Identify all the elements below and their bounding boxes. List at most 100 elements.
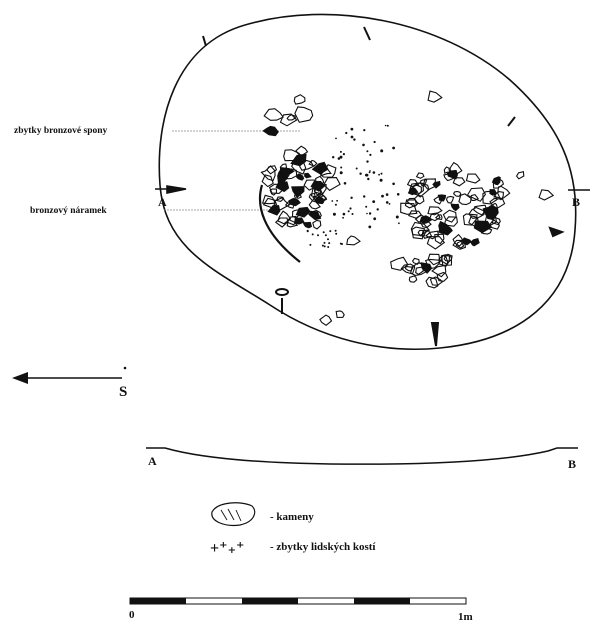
bone-dot	[372, 171, 376, 174]
outline-ticks	[202, 26, 565, 347]
stone	[452, 190, 462, 197]
stone	[409, 182, 424, 194]
bone-dot	[365, 205, 368, 208]
section-a-label-plan: A	[158, 195, 167, 209]
bone-dot	[380, 172, 383, 175]
stone	[488, 202, 498, 211]
stone	[492, 176, 505, 189]
bone-dot	[381, 194, 384, 198]
bone-dot	[398, 222, 400, 225]
stone	[458, 193, 472, 206]
bone-dot	[369, 170, 371, 172]
stone	[302, 221, 313, 229]
bone-dot	[366, 150, 369, 153]
stone	[262, 125, 279, 137]
bone-dot	[317, 234, 319, 237]
scale-end-label: 1m	[458, 611, 473, 623]
bone-dot	[327, 246, 330, 248]
scale-bar-segment	[354, 598, 410, 604]
stone	[269, 188, 278, 196]
bone-dot	[392, 146, 395, 150]
stone	[390, 256, 409, 271]
stone	[424, 230, 440, 240]
stone	[433, 196, 444, 205]
stone	[408, 210, 422, 219]
bone-dot	[323, 245, 326, 248]
stone	[411, 182, 430, 198]
bone-dot	[359, 172, 362, 175]
bone-dot	[367, 177, 370, 181]
bones-legend-symbol: +⁺₊⁺	[210, 540, 244, 557]
bone-dot	[345, 131, 348, 135]
stone	[515, 171, 525, 180]
stone	[452, 177, 466, 187]
bone-dot	[342, 216, 344, 219]
stone	[411, 257, 420, 265]
stone	[462, 213, 478, 226]
stones-cluster	[260, 90, 555, 326]
stone	[429, 276, 444, 286]
grave-pit-outline	[158, 13, 577, 351]
bone-dot	[363, 195, 366, 198]
stone	[480, 227, 493, 235]
bone-dot	[328, 242, 331, 245]
bone-dot	[342, 153, 345, 156]
bone-dot	[339, 155, 343, 159]
bone-dot	[368, 171, 371, 174]
bone-dot	[388, 203, 391, 205]
bone-dot	[376, 208, 379, 211]
bone-dot	[365, 173, 368, 177]
bone-dot	[337, 157, 341, 160]
stone	[431, 264, 447, 278]
stone	[274, 217, 289, 228]
stone	[470, 238, 480, 247]
stone	[319, 314, 333, 326]
bone-dot	[395, 215, 399, 219]
stone	[261, 194, 277, 205]
stone	[294, 217, 305, 225]
bracelet-annotation: bronzový náramek	[30, 206, 107, 216]
stone	[437, 226, 447, 235]
bone-dot	[334, 203, 337, 206]
stone	[489, 189, 498, 196]
stone	[489, 219, 500, 230]
bone-dot	[347, 210, 350, 213]
bones-legend-label: - zbytky lidských kostí	[270, 541, 376, 553]
stone	[415, 172, 425, 179]
stone	[424, 258, 442, 270]
legend: - kameny +⁺₊⁺ - zbytky lidských kostí	[210, 502, 376, 557]
section-markers-plan	[155, 185, 590, 194]
bone-dot	[339, 171, 343, 175]
bone-dot	[323, 241, 326, 244]
bracelet-fragment	[258, 184, 301, 263]
stone	[538, 189, 555, 201]
bone-dot	[385, 201, 389, 204]
bone-dot	[363, 129, 366, 132]
bone-dot	[322, 231, 325, 234]
bone-dot	[386, 124, 389, 127]
north-arrow	[12, 366, 127, 384]
bone-dot	[329, 230, 332, 233]
stone	[443, 173, 456, 182]
bone-dot	[335, 137, 337, 140]
stone	[446, 169, 458, 180]
stone	[434, 233, 445, 245]
stone	[304, 172, 312, 179]
stone	[489, 197, 506, 210]
stone	[279, 166, 295, 179]
stone	[261, 174, 274, 188]
bone-dot	[327, 238, 329, 241]
stone	[320, 164, 337, 178]
section-b-label-plan: B	[572, 195, 580, 209]
scale-bar-segment	[242, 598, 298, 604]
bone-dot	[369, 153, 372, 156]
stone	[312, 182, 327, 195]
bone-dot	[372, 200, 376, 204]
stone	[314, 195, 325, 205]
bone-dot	[336, 199, 338, 202]
stone	[279, 113, 298, 127]
stone	[404, 265, 414, 272]
bone-dot	[349, 207, 352, 210]
bone-dot	[373, 140, 376, 144]
